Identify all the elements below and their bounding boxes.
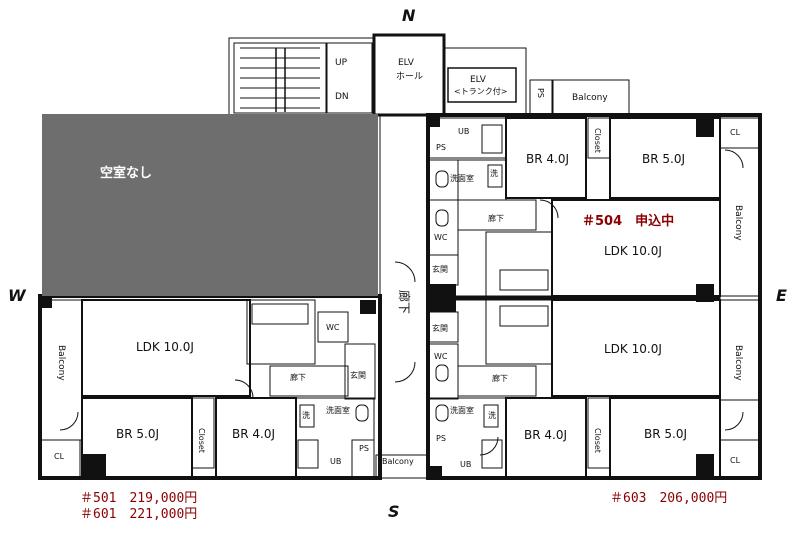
wc-label: WC [434,352,448,361]
occupied-label: 空室なし [100,166,153,181]
room-label: BR 5.0J [116,427,160,441]
balcony-label: Balcony [56,345,66,381]
wash-short-label: 洗 [490,169,498,178]
entry-label: 玄関 [432,265,448,274]
price-603: ＃603 206,000円 [610,491,728,506]
hall-label: 廊下 [492,374,508,383]
room-label: BR 4.0J [524,428,568,442]
entry-label: 玄関 [432,324,448,333]
room-label: LDK 10.0J [604,244,662,258]
corridor-label: 廊下 [397,290,411,315]
hall-label: 廊下 [488,214,504,223]
elv-hall-label-2: ホール [396,72,424,82]
room-label: BR 5.0J [644,427,688,441]
closet-label: Closet [197,428,206,453]
unit-504-status: ＃504 申込中 [582,214,675,229]
ps-label-2: PS [361,301,371,310]
occupied-area [42,114,378,296]
room-label: BR 4.0J [526,152,570,166]
ub-label: UB [458,127,470,136]
stair-up-label: UP [335,58,348,68]
ub-label: UB [460,460,472,469]
ps-label: PS [436,143,446,152]
elv-hall-label: ELV [398,58,414,68]
cl-label: CL [730,456,741,465]
price-601: ＃601 221,000円 [80,507,198,522]
room-label: LDK 10.0J [136,340,194,354]
wash-label: 洗面室 [450,406,474,415]
balcony-label: Balcony [733,345,743,381]
cl-label: CL [54,452,65,461]
wash-short-label: 洗 [302,411,310,420]
wc-label: WC [434,233,448,242]
wash-label: 洗面室 [326,406,350,415]
entry-label: 玄関 [350,371,366,380]
compass-north: N [402,6,416,25]
stair-dn-label: DN [335,92,349,102]
compass-east: E [776,286,787,305]
balcony-north-label: Balcony [572,93,608,103]
hall-label: 廊下 [290,373,306,382]
closet-label: Closet [593,128,602,153]
compass-west: W [8,286,26,305]
ps-label: PS [436,434,446,443]
compass-south: S [388,502,400,521]
cl-label: CL [730,128,741,137]
balcony-label: Balcony [733,205,743,241]
room-label: BR 4.0J [232,427,276,441]
ub-label: UB [330,457,342,466]
closet-label: Closet [593,428,602,453]
elevator-sublabel: <トランク付> [454,87,508,96]
wc-label: WC [326,323,340,332]
price-501: ＃501 219,000円 [80,491,198,506]
room-label: LDK 10.0J [604,342,662,356]
room-label: BR 5.0J [642,152,686,166]
elevator-label: ELV [470,75,486,85]
wash-short-label: 洗 [488,411,496,420]
balcony-south-label: Balcony [382,457,414,466]
ps-label-core: PS [536,88,545,98]
wash-label: 洗面室 [450,174,474,183]
ps-label: PS [359,444,369,453]
